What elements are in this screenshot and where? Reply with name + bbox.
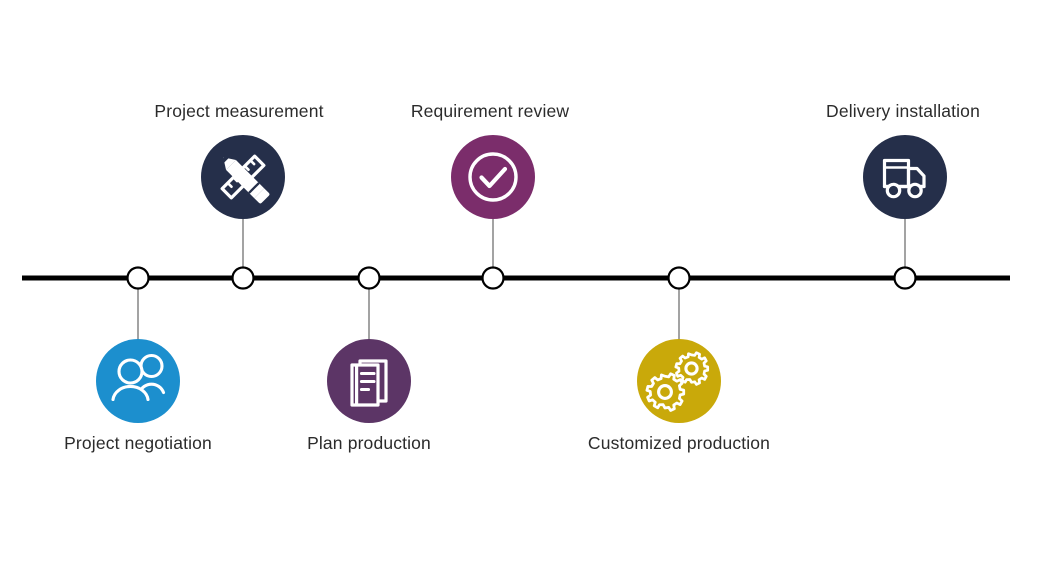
documents-icon: [350, 359, 388, 407]
step-label-requirement-review: Requirement review: [410, 101, 570, 121]
timeline-node-customized-production[interactable]: [667, 266, 691, 290]
timeline-node-delivery-installation[interactable]: [893, 266, 917, 290]
timeline-node-project-negotiation[interactable]: [126, 266, 150, 290]
step-disc-delivery-installation: [863, 135, 947, 219]
users-icon: [111, 353, 166, 402]
step-label-plan-production: Plan production: [307, 433, 431, 453]
timeline-node-requirement-review[interactable]: [481, 266, 505, 290]
check-circle-icon: [468, 152, 518, 202]
step-circle-project-measurement[interactable]: [201, 135, 285, 219]
step-label-project-negotiation: Project negotiation: [64, 433, 212, 453]
gears-icon: [645, 351, 710, 412]
step-circle-delivery-installation[interactable]: [863, 135, 947, 219]
timeline-node-project-measurement[interactable]: [231, 266, 255, 290]
delivery-truck-icon: [882, 158, 926, 199]
step-label-delivery-installation: Delivery installation: [826, 101, 980, 121]
step-circle-requirement-review[interactable]: [451, 135, 535, 219]
step-circle-customized-production[interactable]: [637, 339, 721, 423]
step-circle-plan-production[interactable]: [327, 339, 411, 423]
timeline-node-plan-production[interactable]: [357, 266, 381, 290]
step-label-project-measurement: Project measurement: [154, 101, 324, 121]
step-disc-requirement-review: [451, 135, 535, 219]
step-circle-project-negotiation[interactable]: [96, 339, 180, 423]
timeline-nodes: [126, 266, 917, 290]
step-label-customized-production: Customized production: [587, 433, 771, 453]
pencil-ruler-icon: [220, 154, 270, 204]
